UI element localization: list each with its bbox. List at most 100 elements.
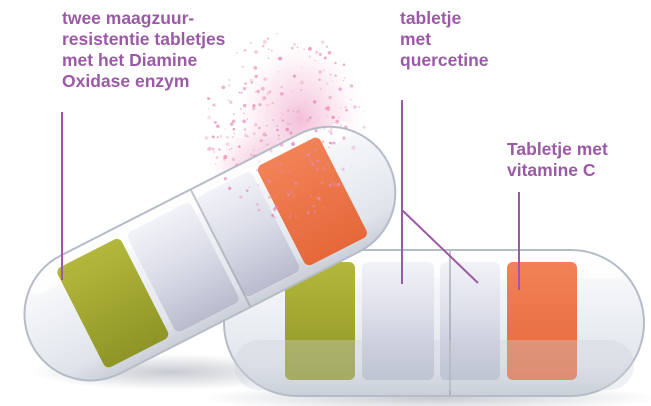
powder-speckle xyxy=(362,110,365,113)
powder-speckle xyxy=(256,89,260,94)
powder-speckle xyxy=(312,204,316,208)
powder-speckle xyxy=(242,103,247,108)
powder-speckle xyxy=(262,39,267,44)
powder-speckle xyxy=(267,104,270,107)
powder-speckle xyxy=(266,92,270,96)
powder-speckle xyxy=(244,133,248,138)
powder-speckle xyxy=(323,69,326,72)
powder-speckle xyxy=(240,91,243,94)
quercetine-tablet-front-1 xyxy=(362,262,434,380)
powder-speckle xyxy=(285,206,288,209)
powder-speckle xyxy=(309,160,313,164)
powder-speckle xyxy=(280,117,282,119)
powder-speckle xyxy=(254,74,258,79)
powder-speckle xyxy=(222,157,227,162)
powder-speckle xyxy=(276,33,278,35)
powder-speckle xyxy=(313,148,318,152)
powder-speckle xyxy=(231,135,235,139)
capsule-tilted-icon xyxy=(23,120,397,382)
powder-speckle xyxy=(258,103,262,107)
powder-speckle xyxy=(266,37,269,40)
powder-speckle xyxy=(280,86,283,88)
powder-speckle xyxy=(258,126,261,130)
powder-speckle xyxy=(318,78,321,81)
powder-speckle xyxy=(330,131,333,133)
powder-speckle xyxy=(252,132,256,135)
powder-speckle xyxy=(308,116,312,120)
powder-speckle xyxy=(253,123,258,127)
powder-speckle xyxy=(289,212,292,216)
powder-speckle xyxy=(241,65,244,68)
powder-speckle xyxy=(259,139,263,143)
powder-speckle xyxy=(266,143,269,146)
enzyme-tablet-front xyxy=(285,262,355,380)
powder-speckle xyxy=(310,141,313,144)
powder-speckle xyxy=(216,124,220,128)
powder-speckle xyxy=(344,125,348,129)
powder-speckle xyxy=(334,74,337,77)
powder-speckle xyxy=(303,155,306,158)
powder-speckle xyxy=(345,108,348,112)
powder-speckle xyxy=(285,127,289,132)
powder-speckle xyxy=(273,215,276,219)
powder-speckle xyxy=(268,48,270,51)
powder-speckle xyxy=(291,140,294,142)
powder-speckle xyxy=(233,132,235,135)
powder-speckle xyxy=(243,128,247,131)
powder-speckle xyxy=(280,143,284,147)
powder-speckle xyxy=(252,104,256,108)
powder-speckle xyxy=(256,169,258,171)
powder-speckle xyxy=(315,50,319,54)
powder-speckle xyxy=(286,109,290,112)
powder-speckle xyxy=(291,46,294,50)
powder-speckle xyxy=(246,118,249,120)
powder-speckle xyxy=(276,128,279,132)
powder-speckle xyxy=(219,134,223,138)
powder-speckle xyxy=(327,146,330,149)
powder-speckle xyxy=(353,105,357,109)
powder-speckle xyxy=(294,215,298,218)
powder-speckle xyxy=(337,182,341,187)
powder-speckle xyxy=(344,106,347,109)
powder-speckle xyxy=(254,90,258,93)
powder-speckle xyxy=(343,77,346,79)
powder-speckle xyxy=(339,123,343,127)
label-vitamin-c-tablet: Tabletje met vitamine C xyxy=(507,139,608,180)
powder-speckle xyxy=(246,135,249,138)
powder-speckle xyxy=(301,172,303,174)
powder-speckle xyxy=(307,138,310,141)
powder-speckle xyxy=(261,44,265,48)
powder-speckle xyxy=(318,185,321,187)
powder-speckle xyxy=(351,145,356,150)
powder-speckle xyxy=(289,190,294,195)
powder-speckle xyxy=(238,145,241,148)
powder-speckle xyxy=(212,104,215,107)
powder-speckle xyxy=(285,190,287,192)
powder-speckle xyxy=(265,124,268,127)
powder-speckle xyxy=(329,127,334,131)
powder-speckle xyxy=(242,119,246,124)
powder-speckle xyxy=(227,78,231,82)
powder-speckle xyxy=(248,186,251,189)
powder-speckle xyxy=(250,154,252,156)
powder-speckle xyxy=(277,138,280,140)
label-enzyme-tablets: twee maagzuur- resistentie tabletjes met… xyxy=(62,8,226,91)
powder-speckle xyxy=(321,140,325,144)
powder-speckle xyxy=(301,189,304,192)
powder-speckle xyxy=(318,70,323,74)
powder-speckle xyxy=(331,80,334,82)
powder-speckle xyxy=(280,92,284,96)
powder-speckle xyxy=(287,122,290,125)
powder-speckle xyxy=(277,71,279,73)
quercetine-tablet-tilted-2 xyxy=(197,172,300,296)
powder-speckle xyxy=(321,40,325,44)
powder-speckle xyxy=(328,141,332,144)
powder-speckle xyxy=(243,49,245,52)
powder-speckle xyxy=(294,181,298,185)
powder-speckle xyxy=(328,95,332,100)
powder-speckle xyxy=(233,113,235,115)
powder-speckle xyxy=(321,166,326,171)
powder-speckle xyxy=(218,148,221,151)
powder-speckle xyxy=(326,115,328,117)
powder-speckle xyxy=(271,214,275,217)
